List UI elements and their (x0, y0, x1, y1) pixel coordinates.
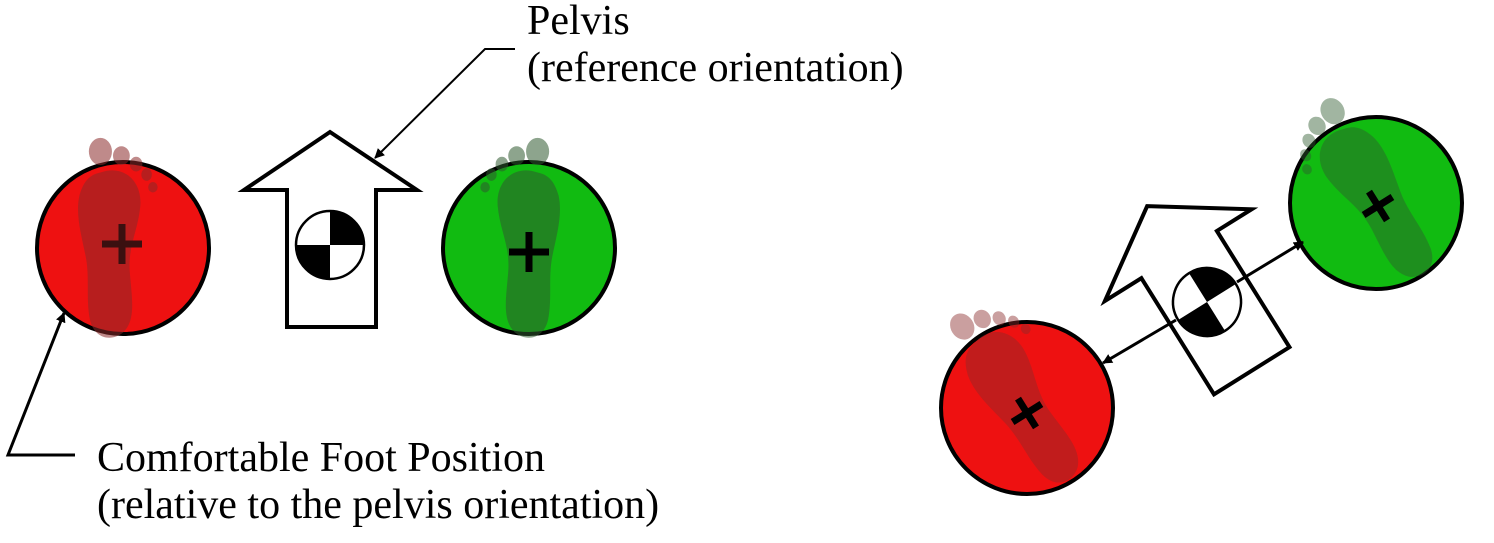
foot-offset-arrows (1102, 240, 1304, 365)
right-foot-position (441, 137, 617, 338)
pelvis-title: Pelvis (527, 0, 630, 44)
center-of-mass-icon (1171, 266, 1243, 338)
rotated-right-foot-position (1276, 87, 1464, 300)
cross-marker-icon (509, 232, 549, 272)
rotated-left-foot-position (936, 284, 1115, 497)
left-foot-position (35, 137, 211, 338)
center-of-mass-icon (294, 209, 366, 281)
pelvis-leader-line (374, 48, 515, 159)
cross-marker-icon (1361, 189, 1395, 223)
cross-marker-icon (102, 224, 142, 264)
pelvis-label: Pelvis (reference orientation) (527, 0, 904, 92)
pelvis-subtitle: (reference orientation) (527, 45, 904, 91)
foot-leader-line (5, 312, 75, 457)
foot-position-label: Comfortable Foot Position (relative to t… (97, 435, 659, 529)
pelvis-arrow (237, 129, 424, 329)
rotated-pelvis-arrow (1100, 204, 1293, 398)
foot-subtitle: (relative to the pelvis orientation) (97, 482, 660, 528)
foot-title: Comfortable Foot Position (97, 435, 546, 481)
cross-marker-icon (1010, 396, 1044, 430)
